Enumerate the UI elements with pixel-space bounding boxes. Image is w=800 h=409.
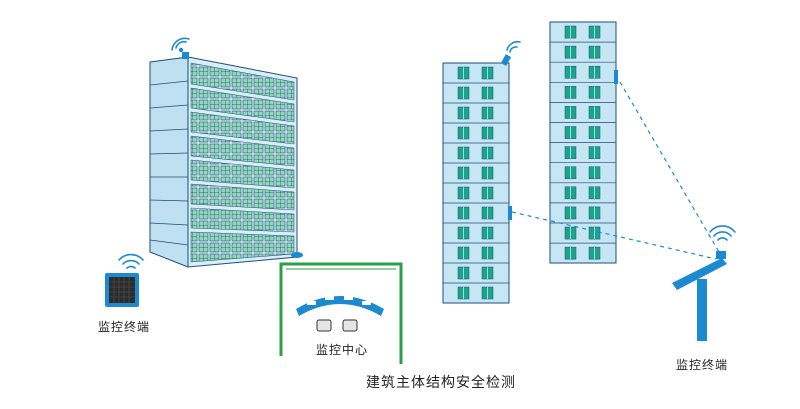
diagram-caption: 建筑主体结构安全检测 bbox=[366, 375, 516, 391]
left-office-building bbox=[149, 37, 303, 268]
signal-links bbox=[511, 81, 720, 260]
sensor-icon bbox=[508, 206, 512, 220]
control-center-label: 监控中心 bbox=[316, 343, 369, 357]
sensor-icon bbox=[291, 252, 303, 258]
control-center bbox=[279, 262, 403, 364]
right-tower bbox=[549, 21, 618, 264]
wifi-icon bbox=[506, 40, 521, 53]
wifi-icon bbox=[709, 225, 736, 241]
terminal-label-right: 监控终端 bbox=[676, 358, 729, 372]
antenna-mast-terminal bbox=[672, 225, 736, 341]
sensor-icon bbox=[614, 70, 618, 84]
sensor-icon bbox=[500, 54, 512, 66]
monitor-screen-icon bbox=[296, 296, 384, 316]
antenna-mast-icon bbox=[672, 258, 727, 290]
wifi-icon bbox=[118, 253, 144, 269]
sensor-icon bbox=[182, 52, 189, 59]
wifi-icon bbox=[171, 37, 190, 53]
middle-tower bbox=[442, 40, 521, 304]
operator-seat-icon bbox=[316, 319, 358, 332]
terminal-label-left: 监控终端 bbox=[98, 320, 151, 334]
monitor-terminal-left bbox=[105, 253, 144, 307]
window-grid bbox=[190, 62, 295, 263]
